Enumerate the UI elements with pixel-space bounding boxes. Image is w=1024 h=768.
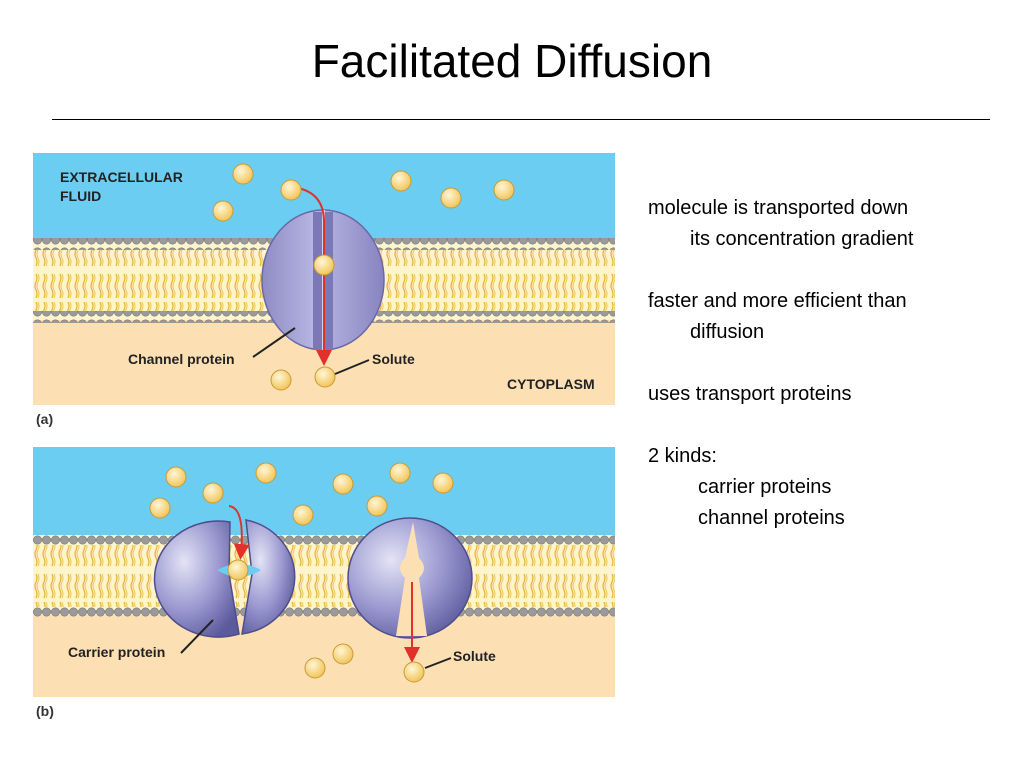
solute-molecules-b [149, 462, 454, 683]
panel-b-label: (b) [36, 703, 54, 719]
cytoplasm-region-b [33, 615, 615, 697]
panel-b-diagram [33, 447, 615, 697]
panel-a-label: (a) [36, 411, 54, 427]
channel-protein-label: Channel protein [128, 351, 235, 367]
bullet-text-continued: diffusion [690, 321, 765, 343]
bullet-item: molecule is transported down its concent… [648, 193, 1018, 255]
solute-label-a: Solute [372, 351, 415, 367]
slide-title: Facilitated Diffusion [311, 35, 713, 87]
panel-a-diagram [33, 153, 615, 405]
solute-molecules-a [212, 163, 515, 391]
solute-label-b: Solute [453, 648, 496, 664]
extracellular-fluid-region-b [33, 447, 615, 540]
carrier-protein-open [153, 519, 296, 638]
solute-pointer-a [334, 359, 370, 375]
carrier-protein-label: Carrier protein [68, 644, 166, 660]
bullet-text: faster and more efficient than [648, 290, 907, 312]
bullet-list: molecule is transported down its concent… [648, 193, 1018, 565]
facilitated-diffusion-figure: EXTRACELLULAR FLUID Channel protein Solu… [33, 150, 618, 730]
carrier-entry-arrow [228, 505, 250, 560]
carrier-protein-pointer [180, 619, 214, 654]
bullet-item: 2 kinds: carrier proteins channel protei… [648, 441, 1018, 534]
cytoplasm-label: CYTOPLASM [507, 376, 595, 392]
sub-bullet-text: channel proteins [698, 507, 845, 529]
figure-illustration [33, 153, 615, 697]
extracellular-fluid-label-line2: FLUID [60, 188, 102, 204]
bullet-text: uses transport proteins [648, 383, 852, 405]
bullet-text: 2 kinds: [648, 445, 717, 467]
carrier-protein-closed [347, 517, 473, 639]
extracellular-fluid-label: EXTRACELLULAR [60, 169, 183, 185]
bullet-item: faster and more efficient than diffusion [648, 286, 1018, 348]
solute-pointer-b [424, 657, 452, 669]
title-divider [52, 119, 990, 120]
bullet-text-continued: its concentration gradient [690, 228, 914, 250]
channel-protein-pointer [252, 327, 296, 358]
bullet-item: uses transport proteins [648, 379, 1018, 410]
bullet-text: molecule is transported down [648, 197, 909, 219]
sub-bullet-text: carrier proteins [698, 476, 832, 498]
